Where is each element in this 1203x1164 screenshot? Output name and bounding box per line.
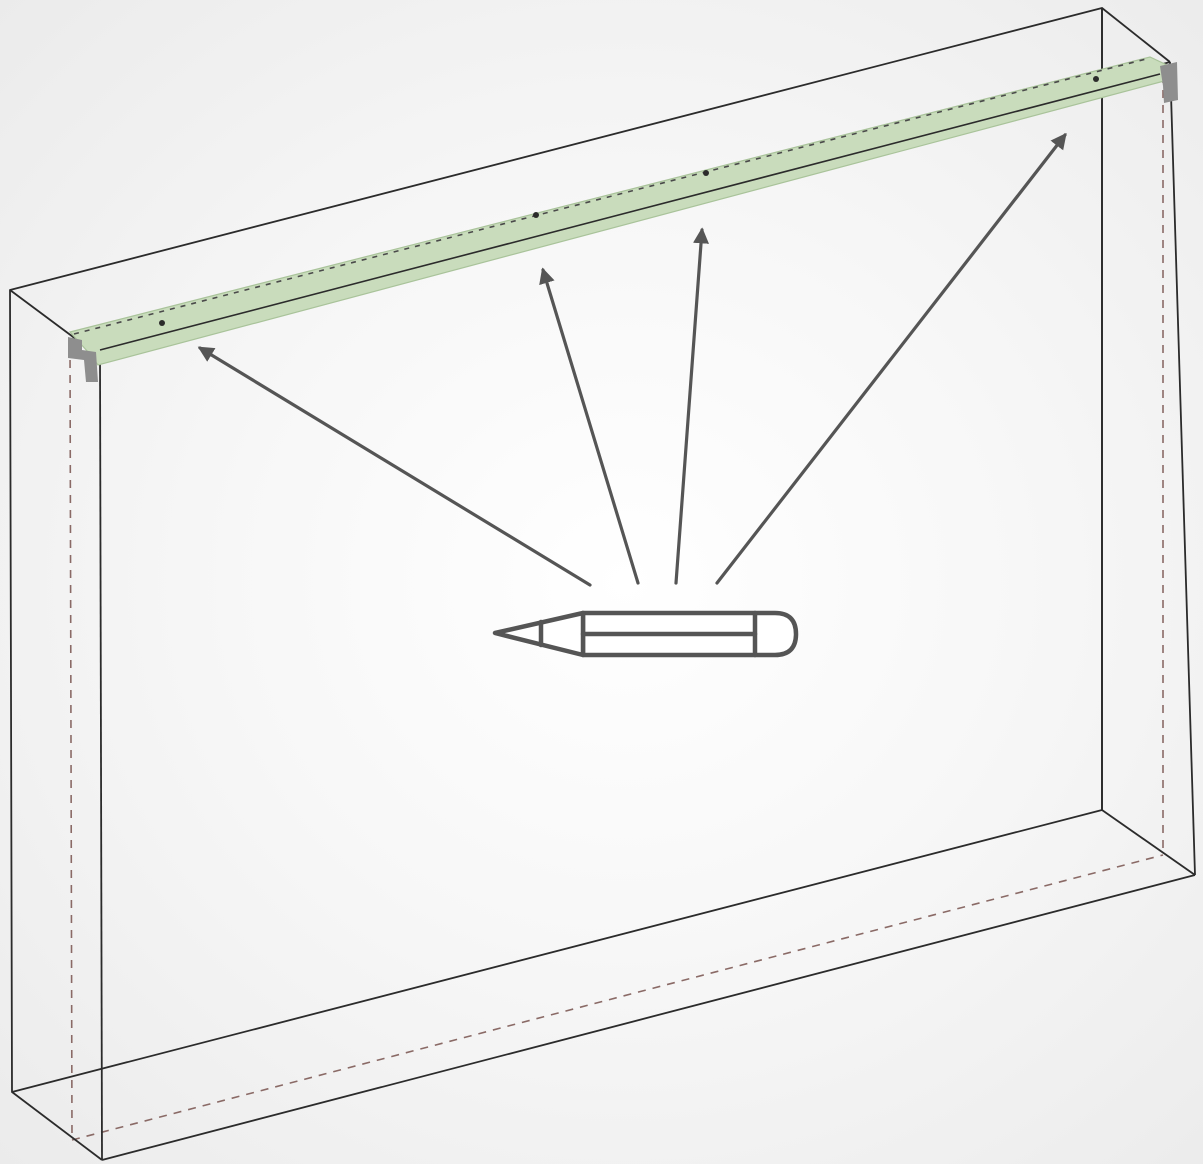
hidden-edge-back-bottom [71,854,1164,1141]
rail-screw-hole [159,320,165,326]
mounting-rail [68,56,1169,366]
arrow-icon [674,227,709,585]
rail-front-edge [99,73,1161,351]
bracket-right [1160,62,1178,103]
arrow-icon [715,132,1067,585]
cabinet-bottom-left-edge [11,1091,103,1161]
arrow-icon [197,346,592,587]
pencil-icon [492,610,799,658]
rail-screw-hole [1093,76,1099,82]
rail-screw-hole [703,170,709,176]
arrow-icon [539,267,640,585]
rail-screw-hole [533,212,539,218]
cabinet-top-edge-right [1101,7,1171,63]
cabinet-front-face [9,7,1103,1093]
mounting-bracket-icon [68,62,1178,382]
rail-perforation-line [73,57,1151,335]
bracket-left [68,337,98,382]
cabinet-bottom-front-edge [101,874,1196,1161]
cabinet-outer-right-edge [1169,61,1196,876]
hidden-edge-back-left [69,344,73,1141]
cabinet-hidden-edges [69,75,1164,1141]
cabinet-outline [9,7,1196,1161]
cabinet-bottom-right-edge [1101,809,1196,876]
rail-body [68,56,1169,366]
cabinet-inner-left-edge [99,356,103,1161]
marking-arrows [197,132,1067,587]
